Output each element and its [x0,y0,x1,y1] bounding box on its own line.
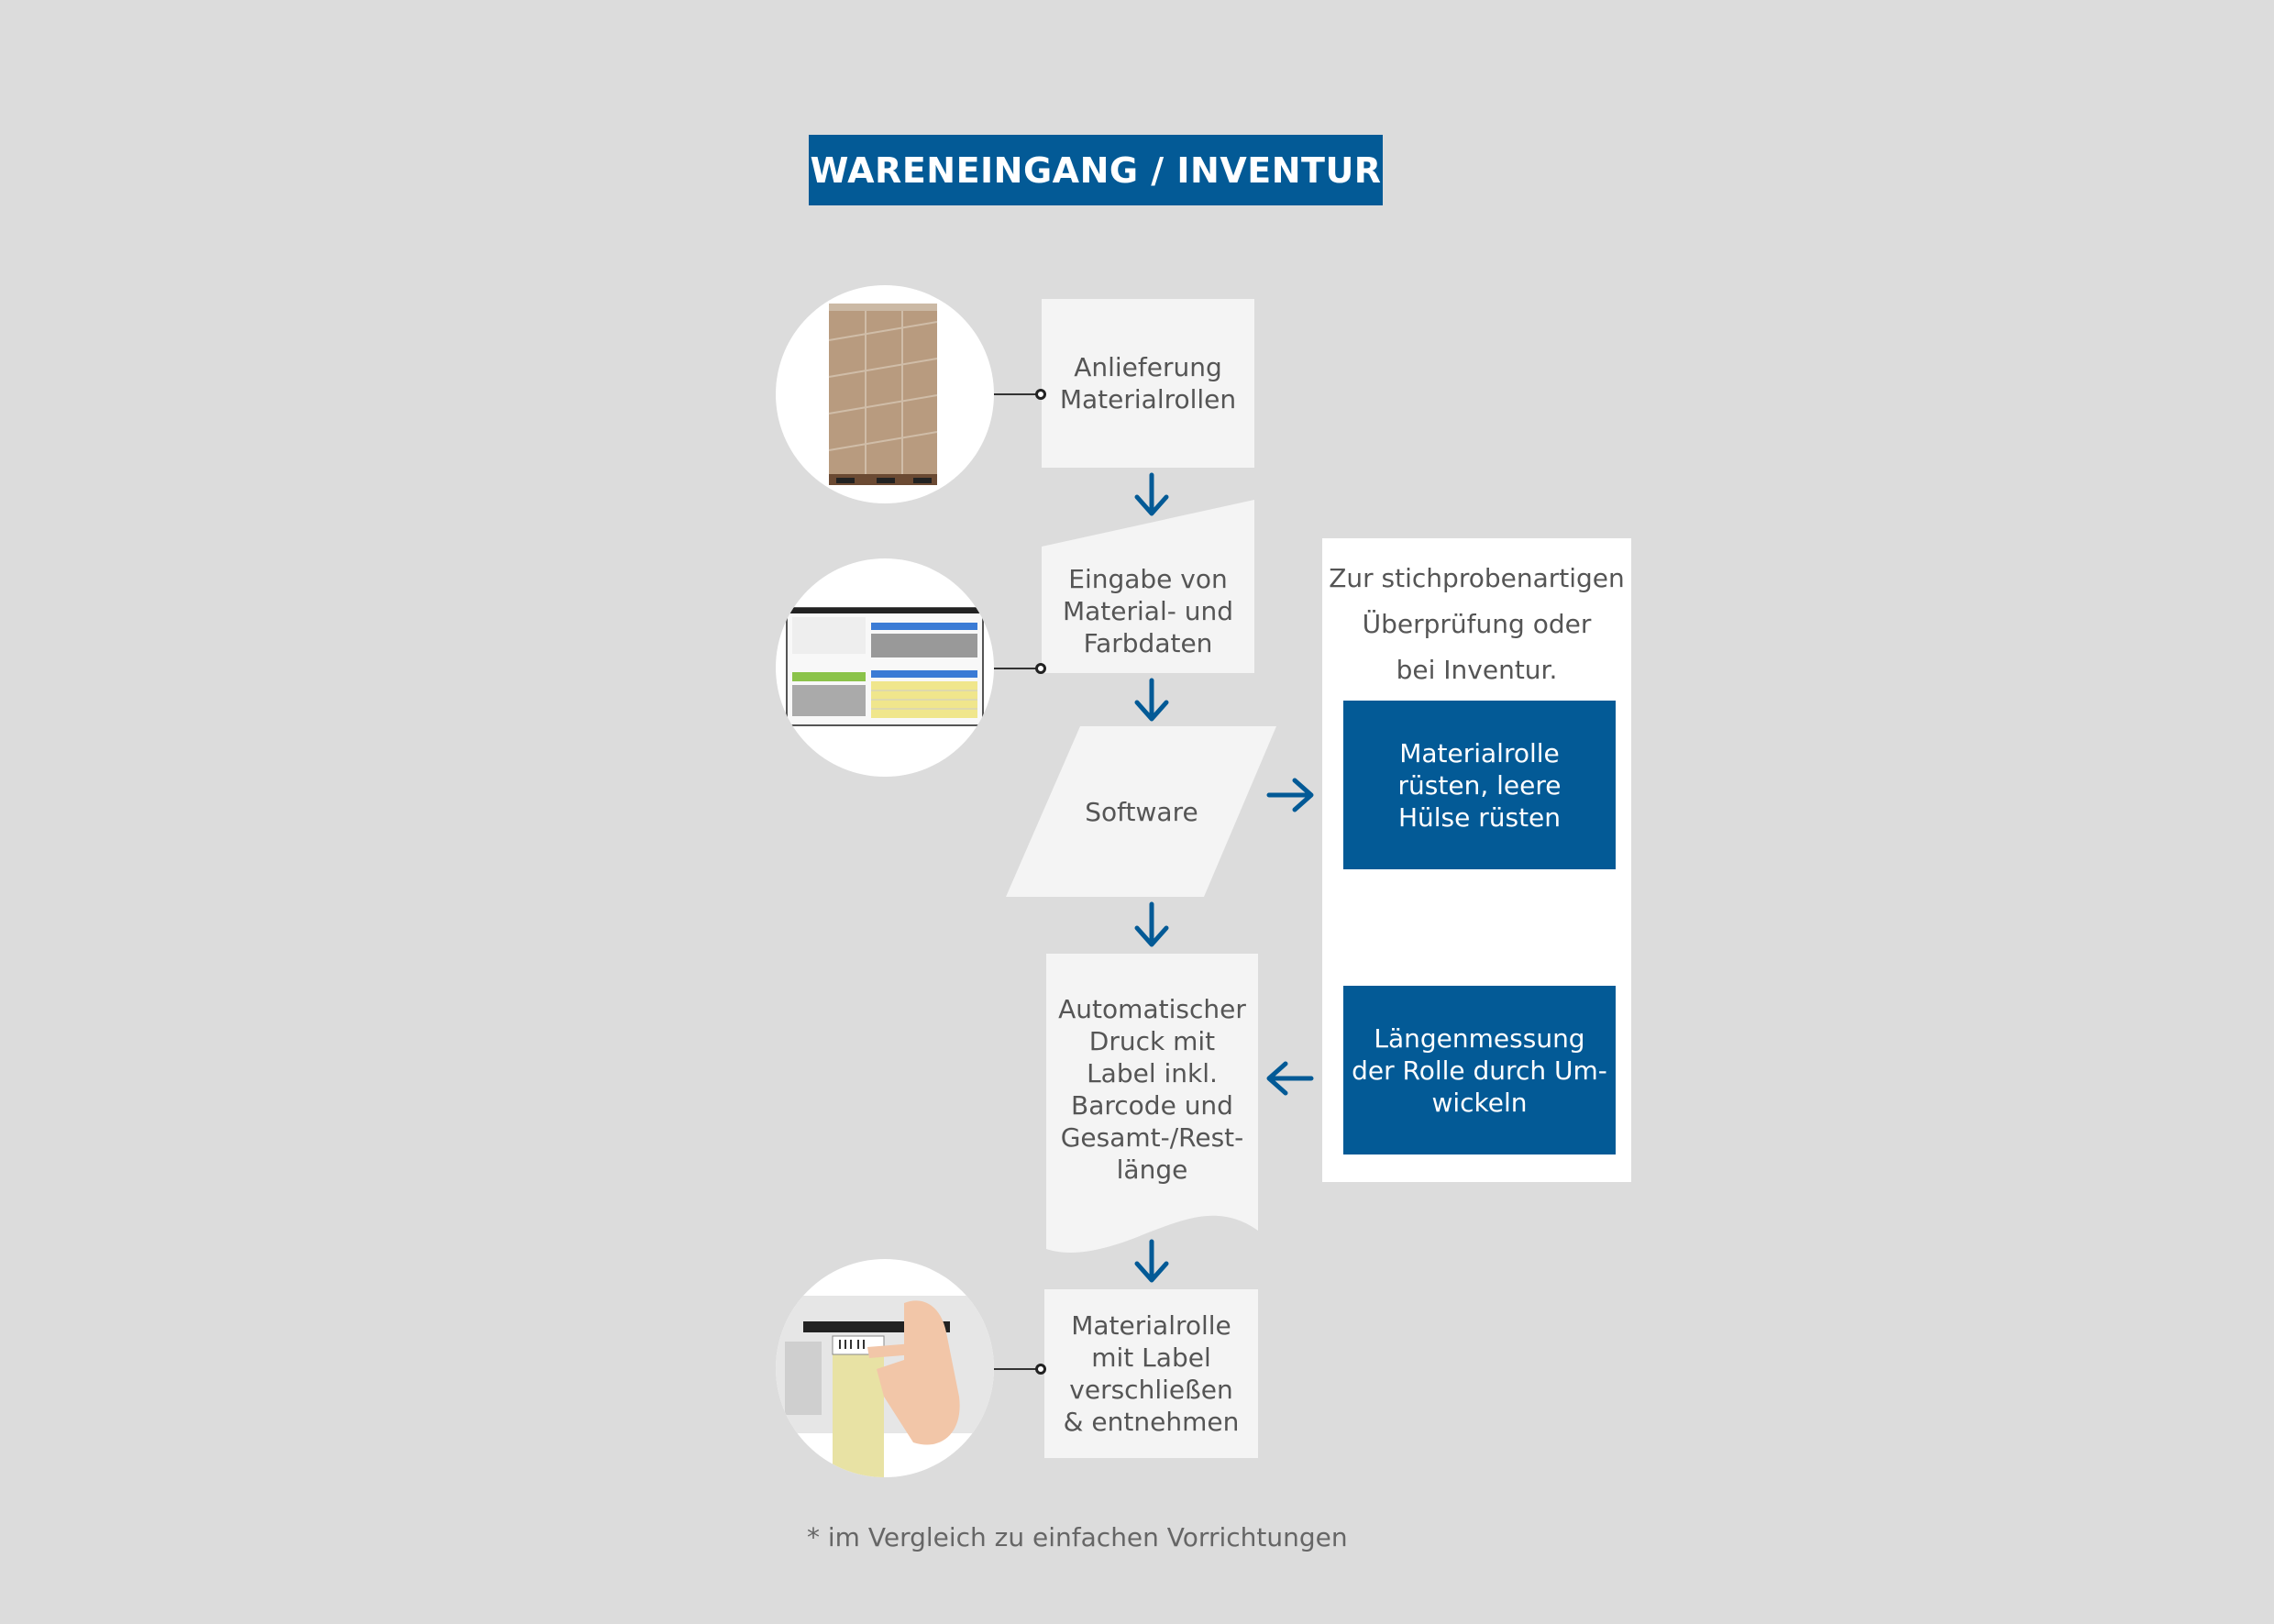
connector-dot [1035,663,1046,674]
side-panel-intro: Zur stichprobenartigen Überprüfung oder … [1322,556,1631,693]
text-line: Material- und [1062,595,1234,626]
side-box-measurement: Längenmessung der Rolle durch Um- wickel… [1343,986,1616,1154]
text-line: Label inkl. [1087,1058,1218,1088]
text-line: Überprüfung oder [1362,609,1592,639]
connector-line [994,668,1040,669]
text-line: Barcode und [1071,1090,1233,1121]
text-line: der Rolle durch Um- [1352,1055,1607,1086]
text-line: Materialrollen [1059,384,1237,414]
connector-line [994,1368,1040,1370]
shape-software [1006,726,1276,897]
text-line: Längenmessung [1374,1022,1585,1054]
shape-print [1046,954,1258,1253]
text-line: & entnehmen [1063,1407,1240,1437]
label-printer-photo-icon [776,1259,994,1477]
connector-line [994,393,1040,395]
connector-dot [1035,1364,1046,1375]
text-line: Druck mit [1088,1026,1216,1056]
step-print-text: Automatischer Druck mit Label inkl. Barc… [1046,979,1258,1199]
text-line: Materialrolle [1071,1310,1231,1341]
text-line: wickeln [1431,1087,1528,1118]
step-close-text: Materialrolle mit Label verschließen & e… [1044,1289,1258,1458]
footnote: * im Vergleich zu einfachen Vorrichtunge… [807,1522,1348,1552]
page-title: WARENEINGANG / INVENTUR [809,135,1383,205]
text-line: Hülse rüsten [1397,801,1562,833]
text-line: bei Inventur. [1396,655,1558,685]
text-line: Zur stichprobenartigen [1329,563,1625,593]
pallet-photo-icon [776,285,994,503]
text-line: länge [1116,1154,1188,1185]
shape-input [1042,500,1254,673]
text-line: Farbdaten [1083,627,1213,658]
connector-dot [1035,389,1046,400]
side-box-setup: Materialrolle rüsten, leere Hülse rüsten [1343,701,1616,869]
text-line: Automatischer [1058,994,1246,1024]
shape-close [1044,1289,1258,1458]
step-software-text: Software [1085,796,1198,827]
software-screenshot-icon [776,558,994,777]
text-line: Gesamt-/Rest- [1060,1122,1244,1153]
text-line: Anlieferung [1074,352,1222,382]
text-line: Eingabe von [1068,563,1228,594]
text-line: mit Label [1091,1342,1211,1373]
shape-delivery [1042,299,1254,468]
text-line: Materialrolle [1399,737,1560,768]
text-line: verschließen [1069,1375,1233,1405]
text-line: rüsten, leere [1397,769,1562,801]
